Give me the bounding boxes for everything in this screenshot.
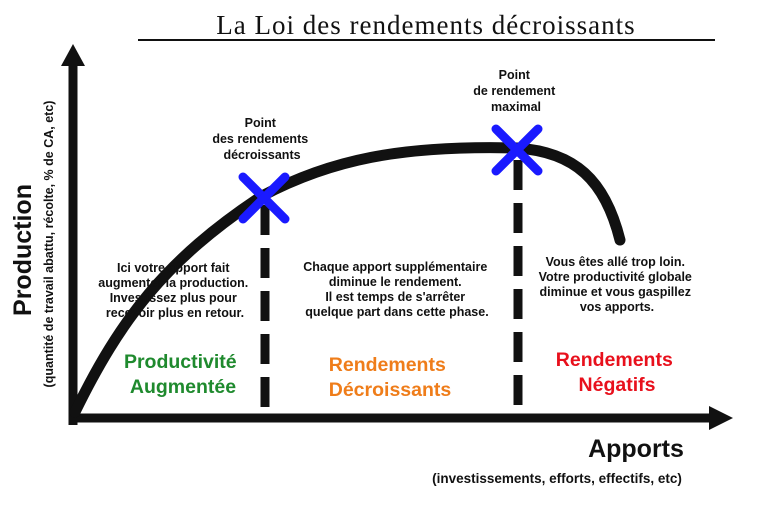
x-axis-sublabel: (investissements, efforts, effectifs, et… [432,471,682,486]
point-label-decreasing-returns: Point des rendements décroissants [212,116,311,162]
point-label-max-yield: Point de rendement maximal [473,68,558,114]
y-axis-sublabel: (quantité de travail abattu, récolte, % … [42,101,56,388]
zone-name-increased: Productivité Augmentée [124,351,242,398]
zone-name-decreasing: Rendements Décroissants [329,354,452,401]
diagram-title: La Loi des rendements décroissants [216,10,635,40]
y-axis-label: Production [9,184,37,316]
zone-description-increased: Ici votre apport fait augmenter la produ… [98,261,252,320]
x-axis-label: Apports [588,435,684,463]
zone-name-negative: Rendements Négatifs [556,349,678,396]
zone-description-negative: Vous êtes allé trop loin. Votre producti… [539,255,696,314]
cross-marker-decreasing-returns [238,172,290,224]
zone-description-decreasing: Chaque apport supplémentaire diminue le … [303,260,491,319]
x-axis-arrow [709,406,733,430]
y-axis-arrow [61,44,85,66]
cross-marker-max-yield [491,124,543,176]
production-curve [69,142,626,418]
